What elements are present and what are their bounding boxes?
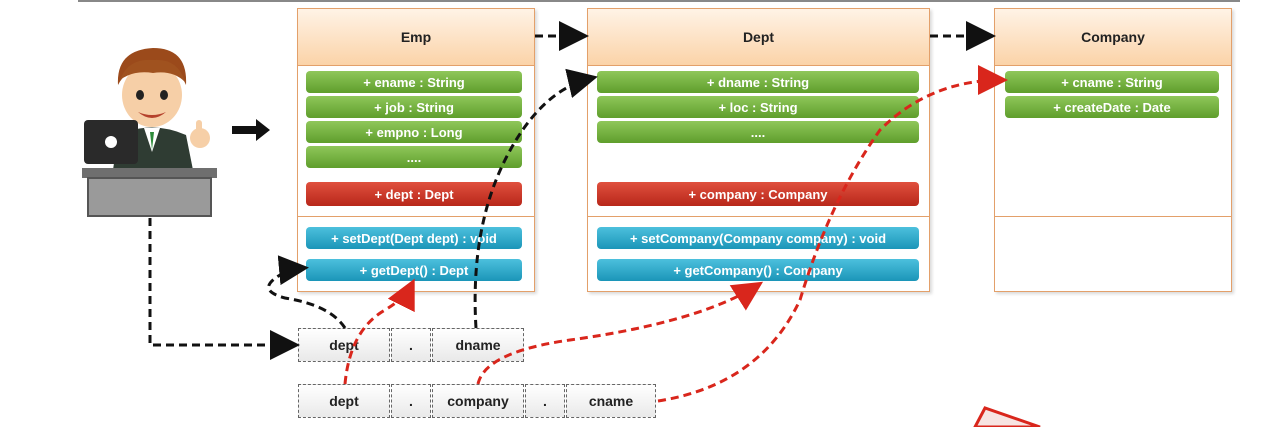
class-emp: Emp + ename : String + job : String + em… xyxy=(297,8,535,292)
emp-method-setdept: + setDept(Dept dept) : void xyxy=(306,227,522,249)
path2-dot1: . xyxy=(391,384,431,418)
dept-attr-dname: + dname : String xyxy=(597,71,919,93)
path1-dot: . xyxy=(391,328,431,362)
cname-to-company-cname xyxy=(657,65,1008,403)
path2-dept: dept xyxy=(298,384,390,418)
emp-attr-ename: + ename : String xyxy=(306,71,522,93)
dept-attr-company: + company : Company xyxy=(597,182,919,206)
company-attributes-section: + cname : String + createDate : Date xyxy=(995,66,1231,217)
class-company: Company + cname : String + createDate : … xyxy=(994,8,1232,292)
path2-cname: cname xyxy=(566,384,656,418)
dept-attr-loc: + loc : String xyxy=(597,96,919,118)
right-arrow-icon xyxy=(232,119,270,141)
company-attr-cname: + cname : String xyxy=(1005,71,1219,93)
emp-attr-job: + job : String xyxy=(306,96,522,118)
dept-method-getcompany: + getCompany() : Company xyxy=(597,259,919,281)
emp-attr-more: .... xyxy=(306,146,522,168)
emp-attr-empno: + empno : Long xyxy=(306,121,522,143)
developer-to-path xyxy=(148,218,300,360)
corner-stamp xyxy=(973,406,1041,427)
dname-to-dept-dname xyxy=(473,68,598,329)
dept-attr-more: .... xyxy=(597,121,919,143)
developer-icon xyxy=(82,48,217,217)
class-dept: Dept + dname : String + loc : String ...… xyxy=(587,8,930,292)
path2-dot2: . xyxy=(525,384,565,418)
company-to-getcompany xyxy=(476,281,764,385)
path2-company: company xyxy=(432,384,524,418)
class-company-name: Company xyxy=(995,9,1231,66)
top-divider-line xyxy=(78,0,1240,2)
dept-method-setcompany: + setCompany(Company company) : void xyxy=(597,227,919,249)
class-dept-name: Dept xyxy=(588,9,929,66)
emp-attributes-section: + ename : String + job : String + empno … xyxy=(298,66,534,217)
dept-to-getdept xyxy=(267,255,347,329)
class-emp-name: Emp xyxy=(298,9,534,66)
emp-method-getdept: + getDept() : Dept xyxy=(306,259,522,281)
dept-attributes-section: + dname : String + loc : String .... + c… xyxy=(588,66,929,217)
path1-dept: dept xyxy=(298,328,390,362)
emp-attr-dept: + dept : Dept xyxy=(306,182,522,206)
company-attr-createdate: + createDate : Date xyxy=(1005,96,1219,118)
path2-dept-to-getdept xyxy=(343,278,415,385)
